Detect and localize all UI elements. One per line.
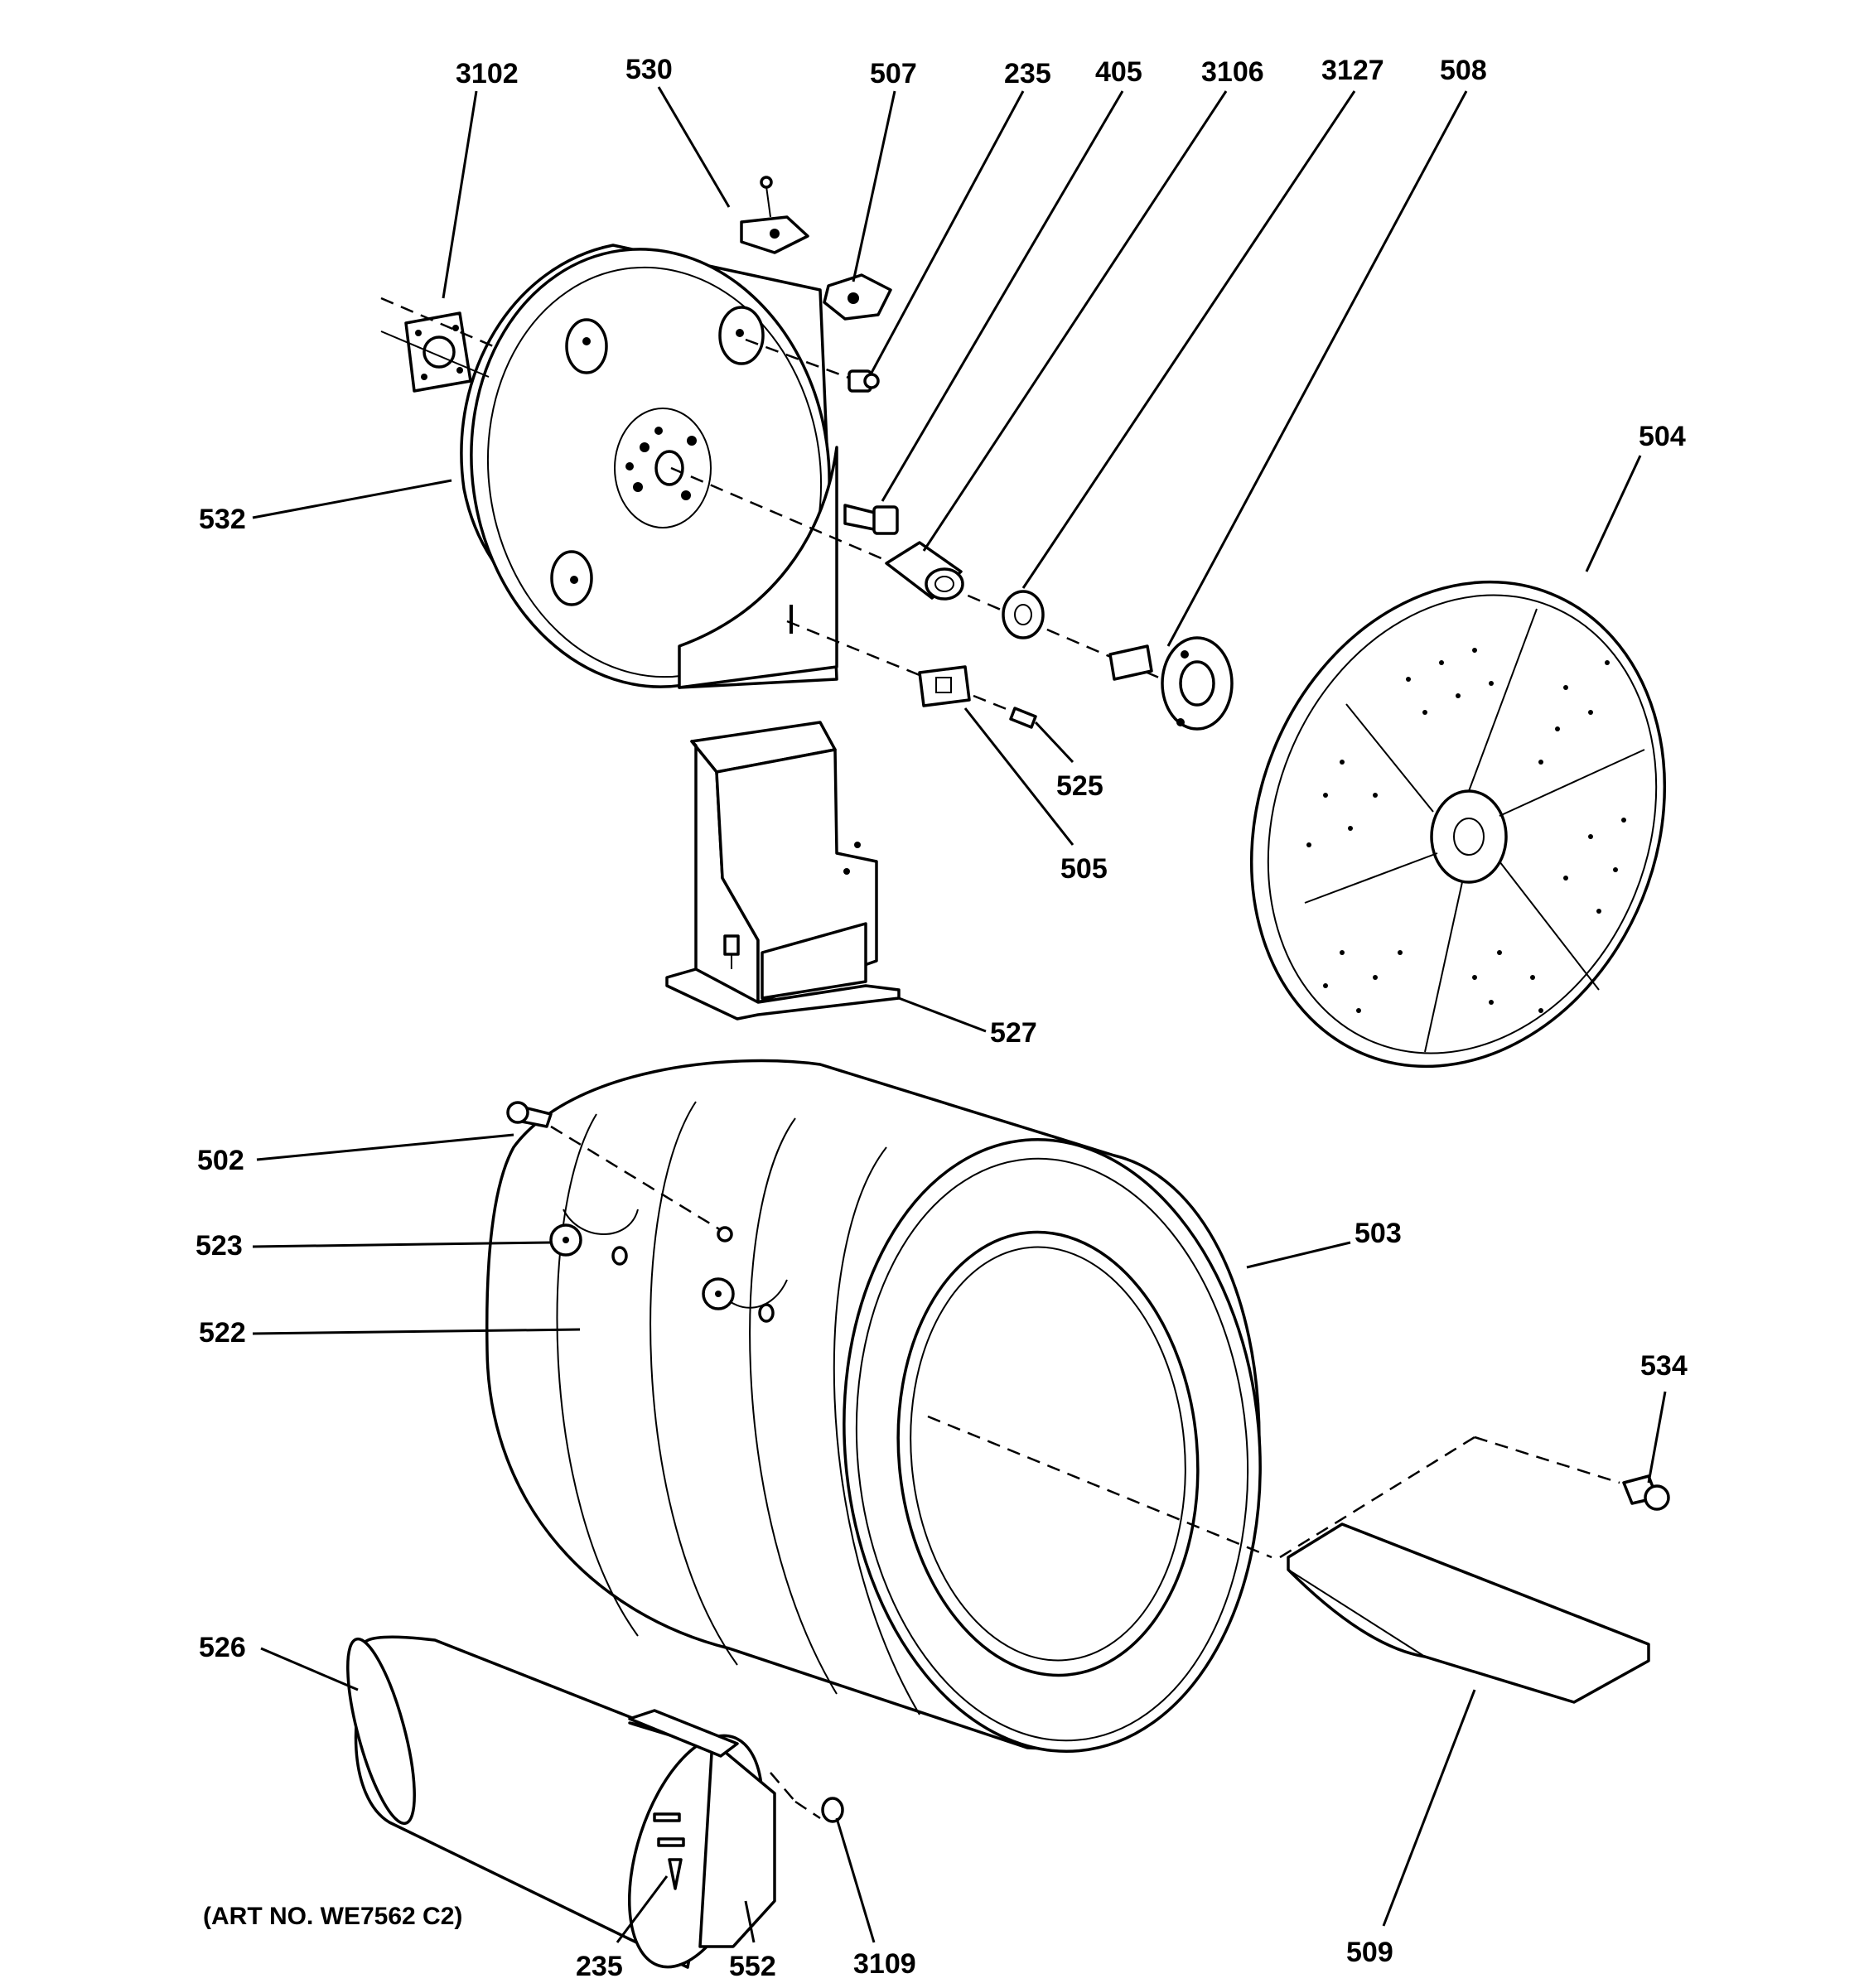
screw-525: [973, 694, 1037, 729]
callout-534: 534: [1640, 1350, 1688, 1382]
callout-3106: 3106: [1201, 56, 1264, 88]
callout-527: 527: [990, 1017, 1037, 1049]
leader-lines: [252, 86, 1667, 1943]
callout-526: 526: [199, 1632, 246, 1663]
callout-502: 502: [197, 1145, 244, 1176]
screw-235-top: [745, 338, 880, 393]
clip-507: [823, 273, 892, 321]
callout-3127: 3127: [1321, 55, 1384, 86]
callout-523: 523: [196, 1230, 243, 1262]
drum-rear-head-504: [1249, 580, 1667, 1069]
callout-552: 552: [729, 1951, 776, 1982]
callout-503: 503: [1355, 1218, 1402, 1249]
callout-509: 509: [1346, 1937, 1393, 1968]
washer-523: [549, 1223, 775, 1323]
callout-3109: 3109: [853, 1948, 916, 1980]
callout-405: 405: [1095, 56, 1142, 88]
callout-530: 530: [625, 54, 673, 85]
art-number-caption: (ART NO. WE7562 C2): [203, 1903, 462, 1930]
screw-534: [1622, 1474, 1670, 1511]
bolt-405: [843, 504, 899, 535]
bracket-3102: [380, 297, 498, 393]
drum-shaft-508: [1108, 636, 1234, 731]
baffle-509: [1279, 1436, 1650, 1704]
drum-503: [485, 1059, 1272, 1753]
callout-507: 507: [870, 58, 917, 89]
callout-522: 522: [199, 1317, 246, 1349]
callout-508: 508: [1440, 55, 1487, 86]
bearing-3106: [885, 541, 964, 601]
washer-3127: [1002, 590, 1045, 639]
rear-bulkhead-532: [460, 244, 838, 689]
callout-235-top: 235: [1004, 58, 1051, 89]
heater-526: [346, 1635, 844, 1969]
callout-525: 525: [1056, 770, 1103, 802]
exhaust-duct-527: [665, 721, 901, 1021]
clip-530: [740, 176, 809, 254]
callout-505: 505: [1060, 853, 1108, 885]
callout-235-bottom: 235: [576, 1951, 623, 1982]
callout-504: 504: [1639, 421, 1686, 452]
screw-502: [506, 1101, 733, 1242]
callout-3102: 3102: [456, 58, 519, 89]
callout-532: 532: [199, 504, 246, 535]
gasket-505: [786, 620, 971, 707]
